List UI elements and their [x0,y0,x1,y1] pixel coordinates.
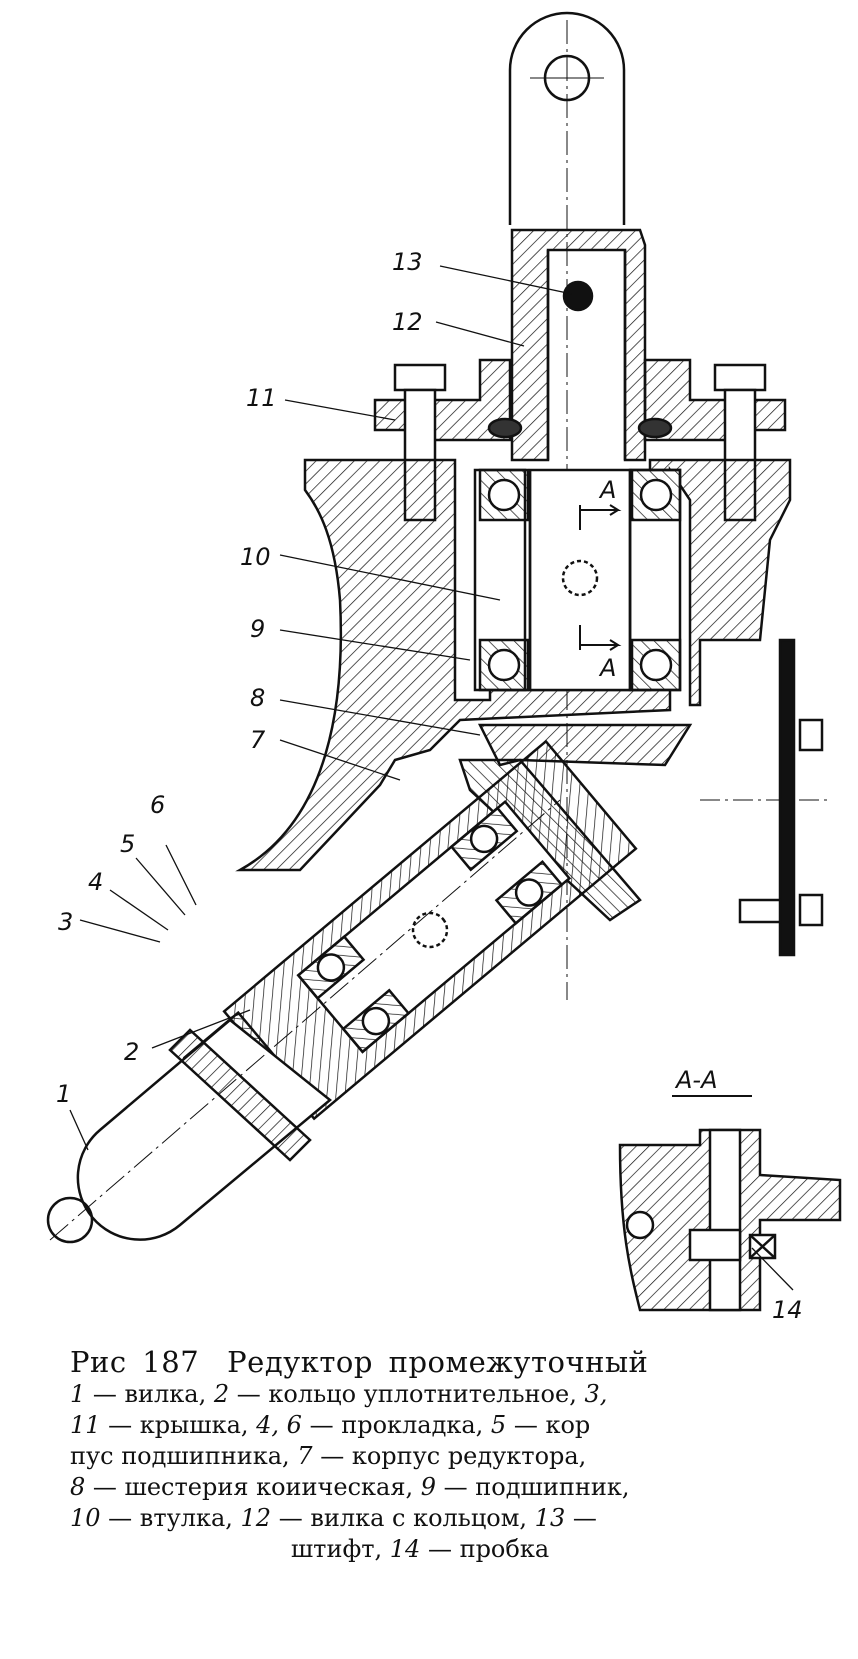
lower-fork [46,799,561,1244]
section-a-a-title: A-A [674,1066,718,1094]
caption-num: 13 [534,1504,566,1532]
part-label-3: 3 [58,908,73,936]
caption-text: — крышка, [100,1411,257,1439]
part-label-12: 12 [392,308,423,336]
caption-text: — корпус редуктора, [312,1442,587,1470]
caption-num: 2 [213,1380,230,1408]
caption-line: 10 — втулка, 12 — вилка с кольцом, 13 — [70,1503,770,1534]
section-a-a-view [618,1095,842,1312]
caption-title-line: Рис 187 Редуктор промежуточный [70,1345,770,1379]
caption-text: — вилка с кольцом, [271,1504,535,1532]
section-mark-top: A [598,476,616,504]
caption-text: — подшипник, [436,1473,630,1501]
caption-num: 5 [490,1411,507,1439]
caption-text: — кольцо уплотнительное, [229,1380,585,1408]
caption-line: штифт, 14 — пробка [70,1534,770,1565]
figure-number: Рис 187 [70,1345,200,1379]
fork-with-ring [510,228,647,462]
part-label-2: 2 [124,1038,139,1066]
caption-text: пус подшипника, [70,1442,298,1470]
part-label-14: 14 [772,1296,803,1324]
caption-num: 1 [70,1380,86,1408]
part-label-7: 7 [250,726,266,754]
caption-num: 8 [70,1473,86,1501]
reducer-drawing: A A [46,11,842,1324]
part-label-6: 6 [150,791,165,819]
caption-text: — пробка [420,1535,550,1563]
caption-num: 7 [297,1442,313,1470]
upper-bearings [478,468,682,692]
caption-text: — прокладка, [301,1411,491,1439]
section-mark-bottom: A [598,654,616,682]
caption-line: пус подшипника, 7 — корпус редуктора, [70,1441,770,1472]
figure-title: Редуктор промежуточный [227,1345,649,1379]
section-marks [579,504,622,651]
part-label-13: 13 [392,248,423,276]
caption-line: 11 — крышка, 4, 6 — прокладка, 5 — кор [70,1410,770,1441]
side-cover [700,638,830,957]
part-label-11: 11 [246,384,277,412]
caption-num: 11 [70,1411,101,1439]
part-label-9: 9 [250,615,265,643]
caption-num: 4, 6 [256,1411,302,1439]
leader-lines [69,265,794,1291]
caption-num: 14 [389,1535,421,1563]
caption-text: — [565,1504,597,1532]
part-label-8: 8 [250,684,265,712]
caption-num: 10 [70,1504,101,1532]
part-label-4: 4 [88,868,103,896]
caption-line: 8 — шестерия коиическая, 9 — подшипник, [70,1472,770,1503]
caption-text: — вилка, [85,1380,214,1408]
caption-text: штифт, [290,1535,390,1563]
part-label-10: 10 [240,543,271,571]
part-label-1: 1 [56,1080,71,1108]
caption-line: 1 — вилка, 2 — кольцо уплотнительное, 3, [70,1379,770,1410]
caption-text: — шестерия коиическая, [85,1473,421,1501]
caption-text: — втулка, [100,1504,241,1532]
caption-num: 3, [584,1380,608,1408]
figure-caption: Рис 187 Редуктор промежуточный 1 — вилка,… [70,1345,770,1565]
caption-text: — кор [506,1411,591,1439]
part-label-5: 5 [120,830,135,858]
caption-num: 9 [420,1473,437,1501]
caption-num: 12 [240,1504,272,1532]
